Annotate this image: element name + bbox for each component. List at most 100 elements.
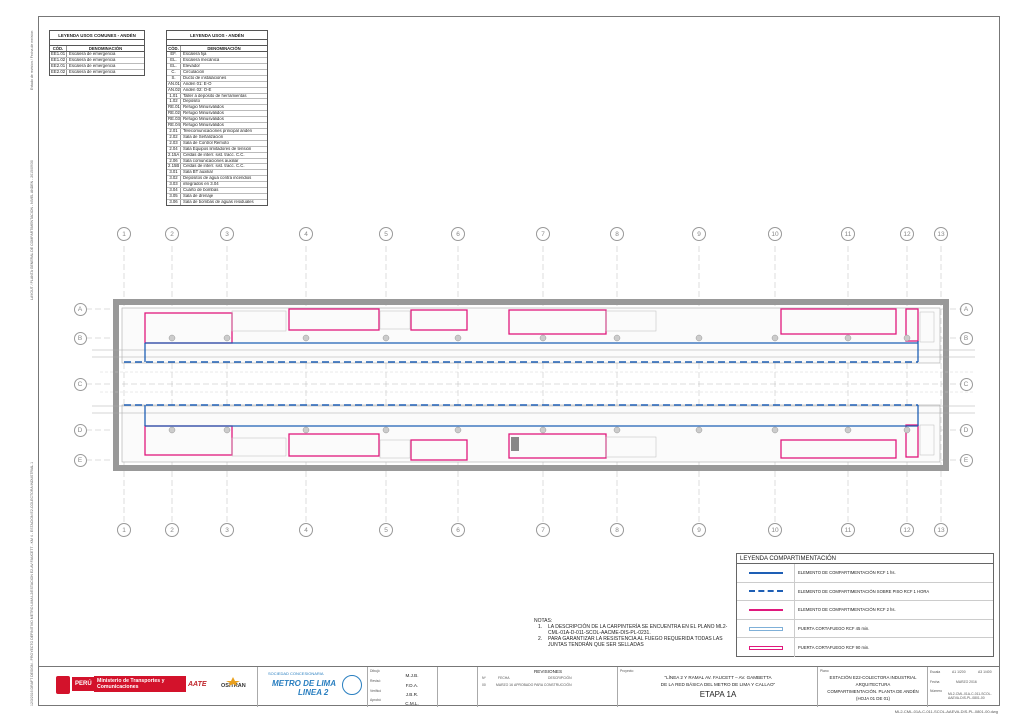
- legend-code: 3.05: [167, 193, 181, 199]
- legend-name: Andén 02: O-E: [183, 87, 212, 92]
- legend-name: Sala BT auxiliar: [183, 170, 214, 175]
- legend-name: Depósito: [183, 99, 200, 104]
- legend-name: Refugio Minusválidos: [183, 117, 224, 122]
- compartment-label: PUERTA CORTAFUEGO RCF 90 min.: [798, 645, 870, 651]
- legend-code: 3.01: [167, 170, 181, 176]
- grid-bubble-col: 3: [220, 227, 234, 241]
- structural-column: [903, 426, 911, 434]
- grid-bubble-col: 1: [117, 227, 131, 241]
- legend-row: S.Ducto de instalaciones: [167, 75, 267, 82]
- structural-column: [302, 334, 310, 342]
- grid-bubble-col: 13: [934, 523, 948, 537]
- note-item: 2.PARA GARANTIZAR LA RESISTENCIA AL FUEG…: [538, 636, 734, 648]
- note-text: PARA GARANTIZAR LA RESISTENCIA AL FUEGO …: [548, 636, 723, 648]
- legend-name: Circulación: [183, 69, 205, 74]
- structural-column: [382, 334, 390, 342]
- title-block: PERÚ Ministerio de Transportes y Comunic…: [38, 666, 1000, 707]
- structural-column: [613, 426, 621, 434]
- structural-column: [454, 426, 462, 434]
- legend-code: EF.: [167, 52, 181, 58]
- legend-code: EE1.01: [51, 52, 67, 58]
- legend-code: S.: [167, 75, 181, 81]
- legend-code: 1.02: [167, 99, 181, 105]
- grid-bubble-col: 8: [610, 227, 624, 241]
- signatures: Dibujó M.J.B. Revisó F.D.A. Verificó J.B…: [368, 667, 438, 707]
- legend-name: Sala de Control Remoto: [183, 140, 229, 145]
- legend-name: Escalera mecánica: [183, 58, 220, 63]
- compartment-symbol: [737, 619, 795, 638]
- file-name: ML2-CML-01A-C-011-SCOL-AAEVA-DIS-PL-0801…: [894, 709, 998, 714]
- grid-bubble-row: D: [73, 423, 87, 437]
- etapa-label: ETAPA 1A: [699, 690, 737, 699]
- legend-comunes-header: CÓD. DENOMINACIÓN: [50, 46, 144, 53]
- legend-name: Taller a depósito de herramientas: [183, 93, 247, 98]
- notes-title: NOTAS:: [534, 618, 553, 624]
- ositran-star-icon: [226, 673, 240, 686]
- legend-comunes-title: LEYENDA USOS COMUNES - ANDÉN: [50, 31, 144, 41]
- aate-logo: AATE: [188, 681, 207, 688]
- compartment-label: ELEMENTO DE COMPARTIMENTACIÓN RCF 1 hs.: [798, 570, 896, 576]
- legend-code: C.: [167, 69, 181, 75]
- compartment-legend: LEYENDA COMPARTIMENTACIÓN ELEMENTO DE CO…: [736, 553, 994, 657]
- legend-row: EL.Elevador: [167, 64, 267, 70]
- legend-code: AN.01: [168, 81, 181, 87]
- compartment-legend-row: ELEMENTO DE COMPARTIMENTACIÓN RCF 1 hs.: [737, 564, 993, 583]
- legend-name: Sala comunicaciones auxiliar: [183, 158, 239, 163]
- compartment-label: ELEMENTO DE COMPARTIMENTACIÓN RCF 2 hs.: [798, 607, 896, 613]
- legend-name: Sala de drenaje: [183, 193, 214, 198]
- legend-code: 3.04: [167, 188, 181, 193]
- notes-block: NOTAS: 1.LA DESCRIPCIÓN DE LA CARPINTERÍ…: [534, 618, 734, 648]
- grid-bubble-col: 6: [451, 523, 465, 537]
- legend-row: C.Circulación: [167, 69, 267, 76]
- grid-bubble-row: A: [959, 302, 973, 316]
- legend-name: Refugio Minusválidos: [183, 105, 224, 110]
- grid-bubble-row: D: [959, 423, 973, 437]
- legend-code: 2.03: [167, 140, 181, 146]
- grid-bubble-row: C: [959, 377, 973, 391]
- grid-bubble-col: 12: [900, 523, 914, 537]
- structural-column: [223, 426, 231, 434]
- structural-column: [539, 334, 547, 342]
- grid-bubble-col: 9: [692, 523, 706, 537]
- legend-usos-title: LEYENDA USOS - ANDÉN: [167, 31, 267, 41]
- legend-name: Sala de Señalización: [183, 134, 224, 139]
- grid-bubble-col: 8: [610, 523, 624, 537]
- legend-code: RE.01: [168, 105, 181, 111]
- compartment-legend-row: PUERTA CORTAFUEGO RCF 45 min.: [737, 619, 993, 639]
- structural-column: [771, 426, 779, 434]
- legend-row: EL.Escalera mecánica: [167, 58, 267, 64]
- ositran-logo: OSITRAN: [221, 683, 246, 689]
- legend-name: Escalera fija: [183, 52, 207, 57]
- structural-column: [168, 426, 176, 434]
- note-text: LA DESCRIPCIÓN DE LA CARPINTERÍA SE ENCU…: [548, 624, 728, 636]
- legend-code: 2.01: [167, 128, 181, 134]
- legend-code: 2.04: [167, 146, 181, 152]
- structural-column: [302, 426, 310, 434]
- legend-name: Depósitos de agua contra incendios: [183, 176, 252, 181]
- structural-column: [168, 334, 176, 342]
- legend-name: Celdas de interr. sist. tracc. C.C.: [183, 164, 245, 169]
- grid-bubble-col: 1: [117, 523, 131, 537]
- stairs: [231, 310, 935, 459]
- grid-bubble-row: B: [959, 331, 973, 345]
- client-logos: PERÚ Ministerio de Transportes y Comunic…: [38, 667, 258, 707]
- structural-column: [844, 426, 852, 434]
- legend-name: Escalera de emergencia: [69, 69, 116, 74]
- grid-bubble-col: 12: [900, 227, 914, 241]
- legend-code: RE.02: [168, 111, 181, 117]
- project-block: Proyecto "LÍNEA 2 Y RAMAL AV. FAUCETT – …: [618, 667, 818, 707]
- legend-name: Escalera de emergencia: [69, 52, 116, 57]
- structural-column: [382, 426, 390, 434]
- legend-name: Cuarto de bombas: [183, 188, 219, 193]
